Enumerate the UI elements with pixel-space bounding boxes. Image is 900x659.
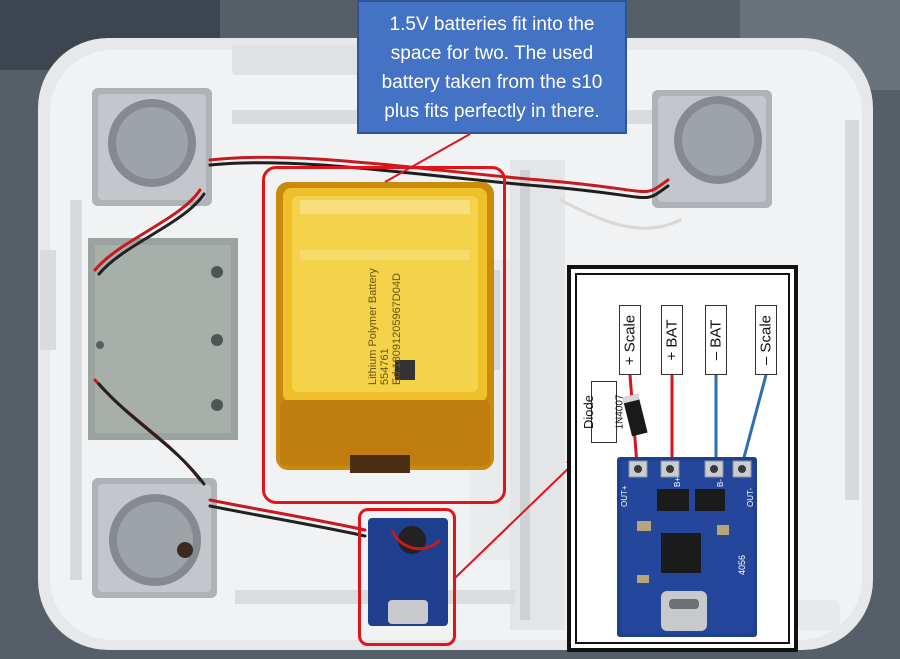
wire-minus-scale xyxy=(740,374,768,466)
label-plus-scale: + Scale xyxy=(619,305,641,375)
tp4056-board: OUT+ B+ B- OUT- 4056 xyxy=(617,457,757,637)
diode-label: Diode 1N4007 xyxy=(581,381,625,443)
battery-highlight-box xyxy=(262,166,506,504)
usb-c-connector xyxy=(661,591,707,631)
diode-symbol xyxy=(622,393,648,437)
module-highlight-box xyxy=(358,508,456,646)
pad-label-b-plus: B+ xyxy=(673,477,682,487)
label-minus-bat: – BAT xyxy=(705,305,727,375)
board-marking: 4056 xyxy=(737,555,747,575)
load-cell-top-right xyxy=(652,90,772,208)
wiring-diagram-inset: + Scale + BAT – BAT – Scale Diode 1N4007 xyxy=(567,265,798,652)
battery-print-line2: 554761 xyxy=(379,348,391,385)
pad-label-out-plus: OUT+ xyxy=(620,485,629,507)
callout-box: 1.5V batteries fit into the space for tw… xyxy=(357,0,627,134)
wiring xyxy=(93,155,682,538)
battery-print-line1: Lithium Polymer Battery xyxy=(367,268,379,385)
label-minus-scale: – Scale xyxy=(755,305,777,375)
callout-pointer-line xyxy=(384,133,471,183)
pad-label-b-minus: B- xyxy=(716,479,725,487)
wiring-diagram-frame: + Scale + BAT – BAT – Scale Diode 1N4007 xyxy=(575,273,790,644)
protection-ic xyxy=(657,489,689,511)
charging-module-photo xyxy=(368,518,448,626)
pad-label-out-minus: OUT- xyxy=(746,488,755,507)
module-pointer-line xyxy=(454,461,576,579)
tp4056-chip xyxy=(661,533,701,573)
lipo-battery: Lithium Polymer Battery 554761 Ed:180912… xyxy=(276,182,494,473)
scale-controller-pcb xyxy=(88,238,238,440)
mosfet-ic xyxy=(695,489,725,511)
label-plus-bat: + BAT xyxy=(661,305,683,375)
load-cell-bottom-left xyxy=(92,478,217,598)
callout-text: 1.5V batteries fit into the space for tw… xyxy=(381,14,603,122)
wiring-schematic: OUT+ B+ B- OUT- 4056 xyxy=(617,374,768,637)
load-cell-top-left xyxy=(92,88,212,206)
battery-print-line3: Ed:18091205967D04D xyxy=(391,273,403,385)
